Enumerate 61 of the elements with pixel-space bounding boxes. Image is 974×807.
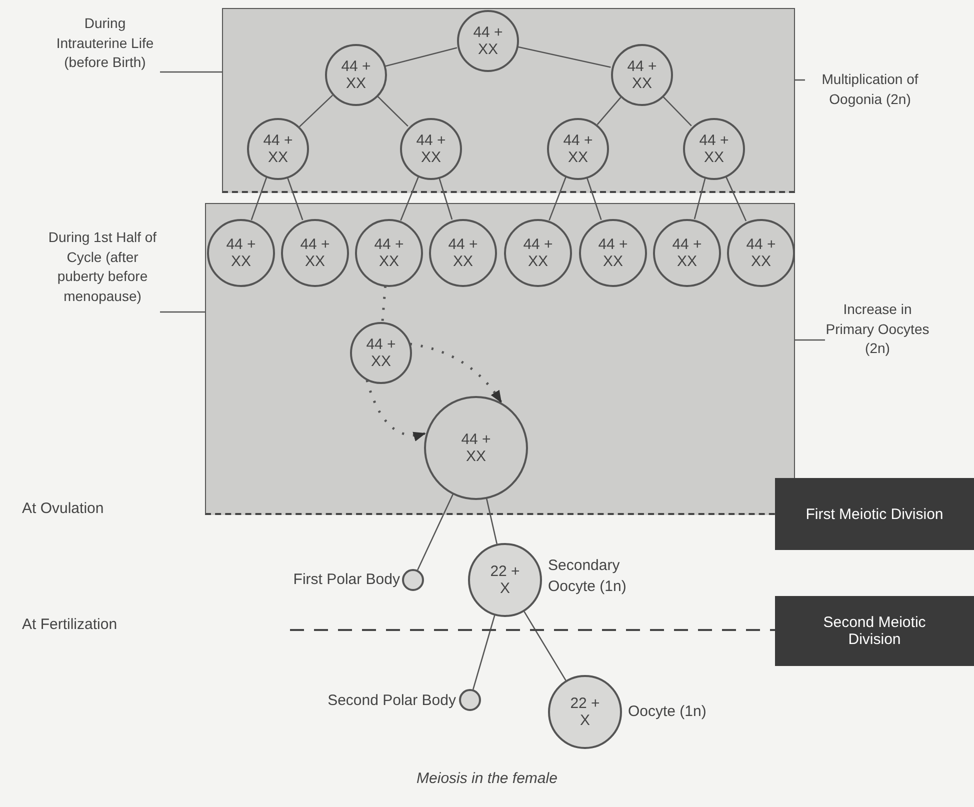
stage-label: During Intrauterine Life (before Birth) (50, 14, 160, 94)
stage-label: At Ovulation (22, 499, 104, 519)
cell-circle: 44 + XX (350, 322, 412, 384)
cell-circle: 44 + XX (727, 219, 795, 287)
stage-label: Increase in Primary Oocytes (2n) (825, 300, 930, 366)
stage-label: At Fertilization (22, 615, 118, 635)
connector-line (524, 611, 566, 681)
connector-line (286, 176, 304, 220)
dotted-arrow (366, 380, 426, 441)
caption: Meiosis in the female (416, 769, 558, 789)
stage-label: Multiplication of Oogonia (2n) (805, 70, 935, 114)
cell-circle: 44 + XX (424, 396, 528, 500)
cell-label: Oocyte (1n) (628, 702, 708, 722)
connector-line (417, 494, 454, 570)
cell-circle: 44 + XX (429, 219, 497, 287)
connector-line (548, 176, 566, 221)
cell-circle: 22 + X (468, 543, 542, 617)
cell-circle: 44 + XX (547, 118, 609, 180)
connector-line (250, 176, 268, 220)
cell-circle: 44 + XX (579, 219, 647, 287)
division-banner: First Meiotic Division (775, 478, 974, 550)
leader-line (795, 339, 825, 341)
connector-line (438, 177, 453, 220)
connector-line (384, 47, 458, 67)
connector-line (662, 96, 692, 126)
cell-label: First Polar Body (292, 570, 400, 590)
shaded-band (205, 203, 795, 515)
dotted-line (381, 286, 387, 322)
connector-line (376, 95, 408, 127)
connector-line (694, 178, 706, 220)
division-banner: Second Meiotic Division (775, 596, 974, 666)
cell-circle: 44 + XX (325, 44, 387, 106)
connector-line (400, 176, 419, 221)
cell-circle: 44 + XX (683, 118, 745, 180)
leader-line (795, 79, 805, 81)
cell-circle: 44 + XX (653, 219, 721, 287)
cell-circle: 22 + X (548, 675, 622, 749)
connector-line (586, 177, 602, 220)
cell-label: Second Polar Body (326, 691, 456, 711)
cell-circle: 44 + XX (504, 219, 572, 287)
dotted-arrow (410, 342, 502, 404)
cell-circle: 44 + XX (281, 219, 349, 287)
cell-circle: 44 + XX (400, 118, 462, 180)
connector-line (725, 176, 747, 222)
cell-circle: 44 + XX (355, 219, 423, 287)
polar-body-circle (459, 689, 481, 711)
cell-circle: 44 + XX (207, 219, 275, 287)
connector-line (596, 96, 622, 126)
connector-line (517, 46, 611, 68)
leader-line (160, 71, 222, 73)
cell-circle: 44 + XX (457, 10, 519, 72)
shaded-band (222, 8, 795, 193)
cell-circle: 44 + XX (611, 44, 673, 106)
polar-body-circle (402, 569, 424, 591)
connector-line (472, 615, 496, 690)
cell-label: Secondary Oocyte (1n) (548, 556, 628, 597)
connector-line (299, 94, 333, 128)
cell-circle: 44 + XX (247, 118, 309, 180)
connector-line (486, 498, 498, 544)
stage-label: During 1st Half of Cycle (after puberty before menopause) (45, 228, 160, 328)
leader-line (160, 311, 205, 313)
